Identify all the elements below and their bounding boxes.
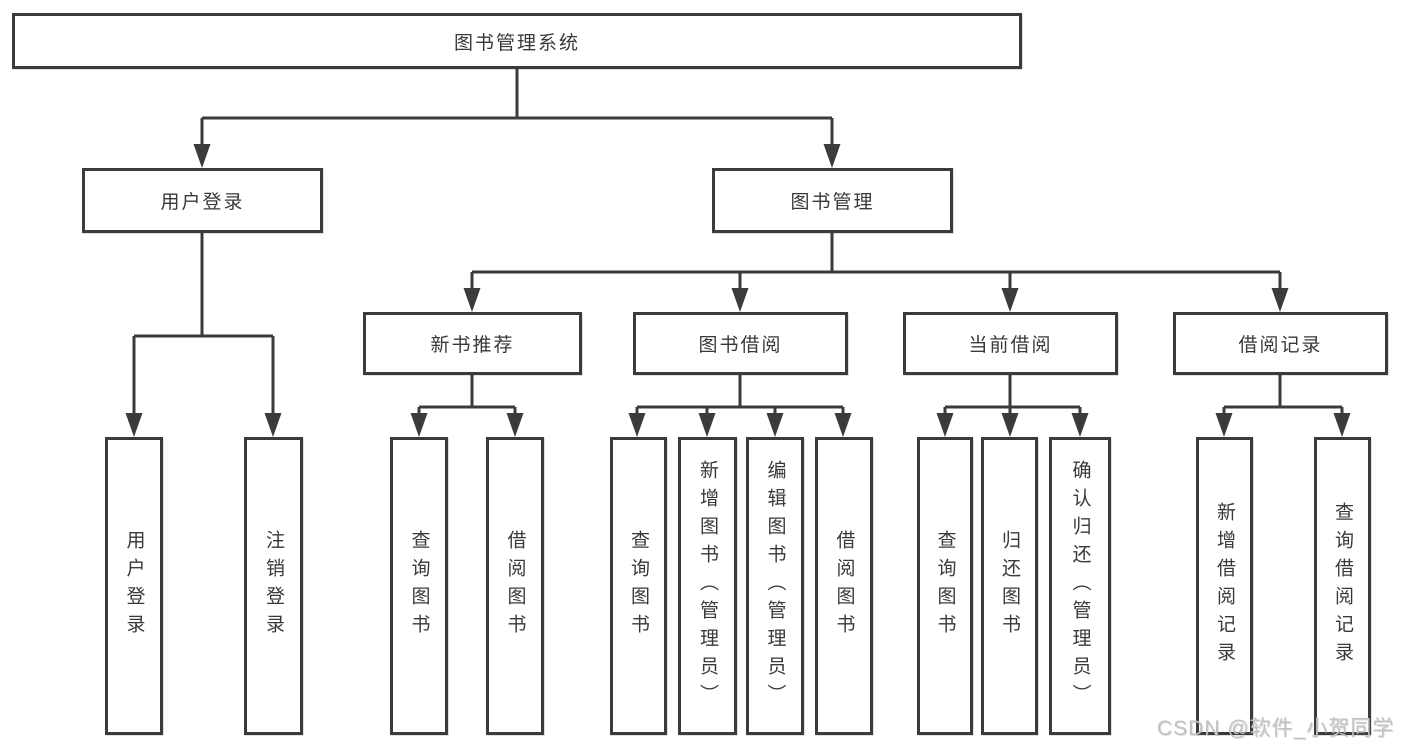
node-book-borrowing: 图书借阅 [633, 312, 848, 375]
node-label: 新书推荐 [430, 335, 515, 356]
leaf-query-books-borrow: 查询图书 [610, 437, 667, 735]
leaf-confirm-return-admin: 确认归还（管理员） [1049, 437, 1111, 735]
leaf-label: 新增图书（管理员） [697, 460, 718, 712]
leaf-return-books: 归还图书 [981, 437, 1038, 735]
node-label: 图书管理系统 [453, 32, 580, 54]
leaf-label: 归还图书 [999, 530, 1020, 642]
leaf-label: 注销登录 [263, 530, 284, 642]
node-new-book-recommendation: 新书推荐 [363, 312, 582, 375]
node-label: 用户登录 [160, 192, 245, 213]
csdn-watermark: CSDN @软件_小贺同学 [1157, 717, 1395, 740]
leaf-label: 查询图书 [934, 530, 956, 642]
leaf-label: 确认归还（管理员） [1069, 460, 1091, 712]
node-label: 图书管理 [790, 192, 875, 213]
leaf-label: 查询借阅记录 [1332, 502, 1353, 670]
leaf-borrow-books-recommend: 借阅图书 [486, 437, 544, 735]
node-label: 当前借阅 [968, 335, 1053, 356]
leaf-logout: 注销登录 [244, 437, 303, 735]
leaf-label: 编辑图书（管理员） [764, 460, 786, 712]
node-user-login: 用户登录 [82, 168, 323, 233]
leaf-label: 新增借阅记录 [1214, 502, 1235, 670]
leaf-label: 借阅图书 [504, 530, 526, 642]
node-book-management: 图书管理 [712, 168, 953, 233]
node-label: 图书借阅 [698, 335, 783, 356]
leaf-label: 查询图书 [408, 530, 430, 642]
leaf-label: 用户登录 [123, 530, 145, 642]
leaf-add-books-admin: 新增图书（管理员） [678, 437, 737, 735]
leaf-add-borrow-record: 新增借阅记录 [1196, 437, 1253, 735]
leaf-edit-books-admin: 编辑图书（管理员） [746, 437, 804, 735]
leaf-label: 借阅图书 [833, 530, 855, 642]
leaf-borrow-books: 借阅图书 [815, 437, 873, 735]
leaf-query-books-recommend: 查询图书 [390, 437, 448, 735]
node-library-management-system: 图书管理系统 [12, 13, 1022, 69]
node-borrowing-records: 借阅记录 [1173, 312, 1388, 375]
node-current-borrowing: 当前借阅 [903, 312, 1118, 375]
leaf-user-login: 用户登录 [105, 437, 163, 735]
node-label: 借阅记录 [1238, 335, 1323, 356]
leaf-query-books-current: 查询图书 [917, 437, 973, 735]
leaf-query-borrow-record: 查询借阅记录 [1314, 437, 1371, 735]
leaf-label: 查询图书 [628, 530, 649, 642]
